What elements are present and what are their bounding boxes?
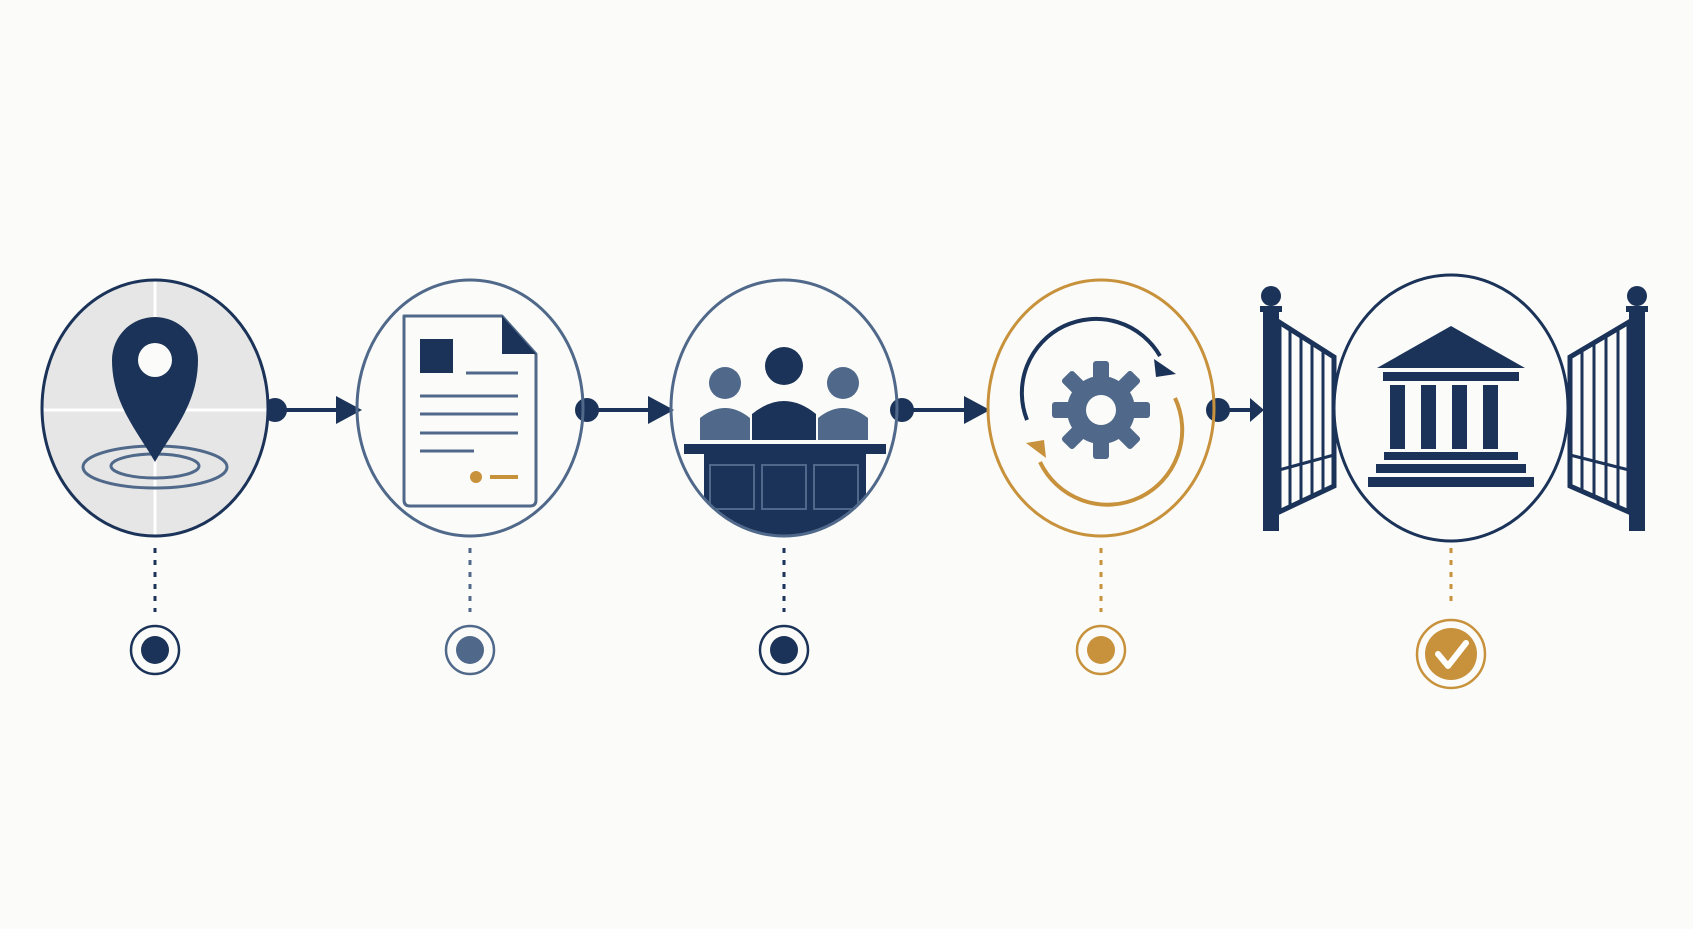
connector-2-3 [575,396,674,424]
arrow-right-icon [648,396,674,424]
step-ring [1332,273,1570,543]
gate-leaf-left [1276,317,1337,516]
cycle-arrow-head [1154,359,1176,377]
step-5 [1332,273,1570,690]
location-pin-icon [81,317,229,490]
connector-dot [575,398,599,422]
connector-dot [1206,398,1230,422]
step-1 [40,278,270,676]
step-ring [355,278,585,538]
open-gate-icon [1260,286,1648,531]
step-marker [129,624,181,676]
document-icon [402,314,538,508]
arrow-right-icon [964,396,990,424]
step-marker-check [1415,618,1487,690]
step-ring [986,278,1216,538]
connector-1-2 [263,396,362,424]
cycle-arrow-head [1026,440,1046,458]
checkmark-icon [1435,640,1469,669]
seal-dot [470,471,482,483]
step-marker [444,624,496,676]
connector-3-4 [890,396,990,424]
step-3 [669,278,899,676]
gate-leaf-right [1567,317,1632,516]
step-marker [758,624,810,676]
step-ring [40,278,270,538]
arrow-right-icon [336,396,362,424]
step-marker [1075,624,1127,676]
arrow-right-icon [1250,398,1264,422]
connector-4-5 [1206,398,1264,422]
step-2 [355,278,585,676]
gear-cycle-icon [1019,316,1185,507]
step-4 [986,278,1216,676]
step-ring [669,278,899,538]
courthouse-icon [1368,326,1534,487]
gear-icon [1052,361,1150,459]
